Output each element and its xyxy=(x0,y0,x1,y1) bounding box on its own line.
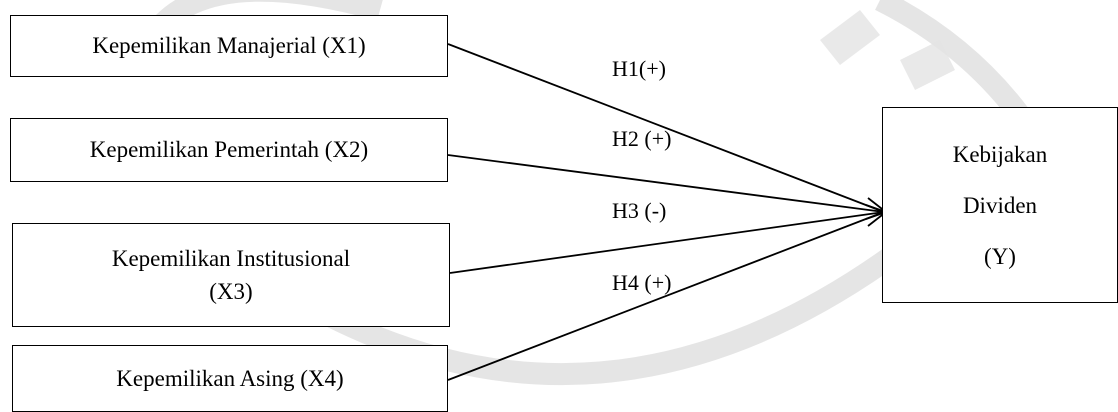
box-managerial-ownership: Kepemilikan Manajerial (X1) xyxy=(10,15,448,77)
box-government-ownership: Kepemilikan Pemerintah (X2) xyxy=(10,118,448,182)
box-label: Dividen xyxy=(962,192,1038,218)
arrow-h3 xyxy=(449,211,885,274)
box-label: (Y) xyxy=(984,243,1016,269)
hypothesis-label-h3: H3 (-) xyxy=(612,198,667,223)
box-label: Kepemilikan Institusional xyxy=(111,245,351,271)
hypothesis-label-h4: H4 (+) xyxy=(612,270,672,295)
box-institutional-ownership: Kepemilikan Institusional (X3) xyxy=(12,223,450,327)
hypothesis-label-h2: H2 (+) xyxy=(612,126,672,151)
box-label: Kepemilikan Pemerintah (X2) xyxy=(89,137,369,163)
box-label: Kebijakan xyxy=(952,141,1048,167)
box-dividend-policy: Kebijakan Dividen (Y) xyxy=(882,107,1118,303)
box-label: Kepemilikan Manajerial (X1) xyxy=(92,33,366,59)
arrow-h2 xyxy=(447,154,885,213)
hypothesis-label-h1: H1(+) xyxy=(612,56,666,81)
box-label: Kepemilikan Asing (X4) xyxy=(116,365,344,391)
arrow-h4 xyxy=(447,211,885,381)
box-label: (X3) xyxy=(209,279,253,304)
arrow-h1 xyxy=(447,43,885,213)
box-foreign-ownership: Kepemilikan Asing (X4) xyxy=(12,345,448,412)
